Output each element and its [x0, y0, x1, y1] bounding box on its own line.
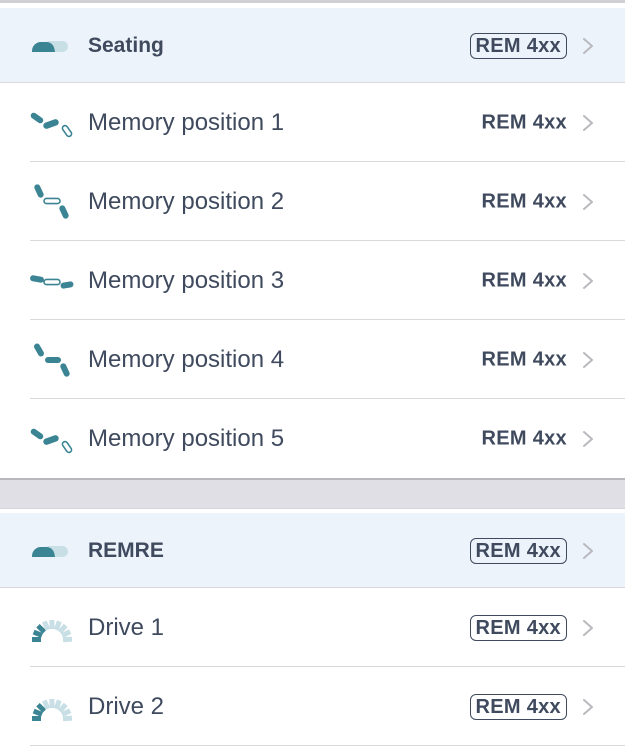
item-label: Drive 1 — [88, 613, 165, 641]
row-divider — [30, 319, 625, 320]
memory-position-3-icon — [30, 261, 76, 301]
model-badge: REM 4xx — [481, 348, 567, 370]
memory-position-5-icon — [30, 419, 76, 459]
model-badge: REM 4xx — [481, 190, 567, 212]
item-label: Memory position 4 — [88, 345, 285, 373]
section-header-remre[interactable]: REMRE REM 4xx — [0, 513, 625, 588]
list-item-drive-1[interactable]: Drive 1 REM 4xx — [0, 588, 625, 667]
item-label: Memory position 3 — [88, 266, 285, 294]
list-item-drive-2[interactable]: Drive 2 REM 4xx — [0, 667, 625, 746]
chevron-right-icon — [581, 430, 595, 448]
model-badge: REM 4xx — [481, 427, 567, 449]
top-edge — [0, 0, 625, 8]
row-divider — [0, 82, 625, 83]
list-item-memory-position-4[interactable]: Memory position 4 REM 4xx — [0, 320, 625, 399]
row-divider — [30, 240, 625, 241]
model-badge: REM 4xx — [481, 111, 567, 133]
model-badge: REM 4xx — [481, 269, 567, 291]
chevron-right-icon — [581, 698, 595, 716]
model-badge: REM 4xx — [469, 537, 567, 564]
model-badge: REM 4xx — [469, 693, 567, 720]
memory-position-1-icon — [30, 103, 76, 143]
chevron-right-icon — [581, 37, 595, 55]
chevron-right-icon — [581, 619, 595, 637]
list-item-memory-position-1[interactable]: Memory position 1 REM 4xx — [0, 83, 625, 162]
row-divider — [30, 745, 625, 746]
seating-toggle-icon — [30, 26, 76, 66]
chevron-right-icon — [581, 351, 595, 369]
section-separator — [0, 478, 625, 509]
item-label: Memory position 1 — [88, 108, 285, 136]
memory-position-2-icon — [30, 182, 76, 222]
chevron-right-icon — [581, 272, 595, 290]
list-item-memory-position-2[interactable]: Memory position 2 REM 4xx — [0, 162, 625, 241]
memory-position-4-icon — [30, 340, 76, 380]
row-divider — [0, 587, 625, 588]
model-badge: REM 4xx — [469, 614, 567, 641]
chevron-right-icon — [581, 193, 595, 211]
section-header-label: REMRE — [88, 538, 164, 562]
chevron-right-icon — [581, 114, 595, 132]
list-item-memory-position-3[interactable]: Memory position 3 REM 4xx — [0, 241, 625, 320]
drive-gauge-icon — [30, 687, 76, 727]
drive-gauge-icon — [30, 608, 76, 648]
list-item-memory-position-5[interactable]: Memory position 5 REM 4xx — [0, 399, 625, 478]
section-header-seating[interactable]: Seating REM 4xx — [0, 8, 625, 83]
row-divider — [30, 398, 625, 399]
item-label: Memory position 2 — [88, 187, 285, 215]
section-seating: Seating REM 4xx Memory position 1 REM 4x… — [0, 8, 625, 478]
section-separator-spacer — [0, 509, 625, 513]
section-header-label: Seating — [88, 33, 164, 57]
row-divider — [30, 161, 625, 162]
row-divider — [30, 666, 625, 667]
remre-toggle-icon — [30, 531, 76, 571]
model-badge: REM 4xx — [469, 32, 567, 59]
item-label: Drive 2 — [88, 692, 165, 720]
item-label: Memory position 5 — [88, 424, 285, 452]
section-remre: REMRE REM 4xx — [0, 513, 625, 746]
chevron-right-icon — [581, 542, 595, 560]
